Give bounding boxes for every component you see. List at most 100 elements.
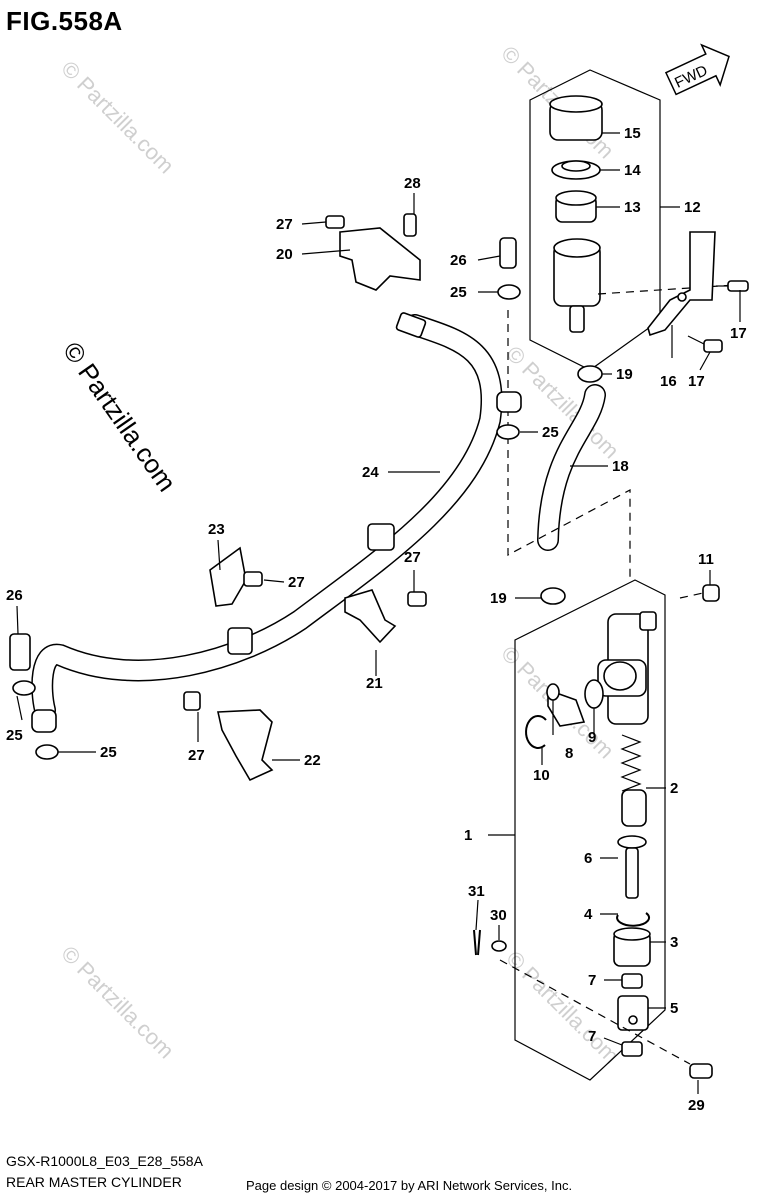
callout-29: 29 [688,1097,705,1114]
watermark-big: © Partzilla.com [57,336,182,497]
callout-19-bottom: 19 [490,590,507,607]
callout-11: 11 [698,551,714,568]
callout-27-b: 27 [288,574,305,591]
washer-25-b [496,424,520,440]
clevis-pin [499,959,713,1079]
guide-line-left [507,310,631,580]
bolt-27-c [407,591,427,607]
callout-labels: 15 14 13 12 19 16 17 17 18 19 11 8 9 10 … [6,125,747,1114]
callout-7-a: 7 [588,972,596,989]
callout-15: 15 [624,125,641,142]
cotter-pin [473,929,481,956]
callout-27-d: 27 [188,747,205,764]
hose-bracket-22 [217,709,274,782]
hose-sleeve-1 [367,523,395,551]
callout-25-d: 25 [100,744,117,761]
bolt-27-top [325,215,345,229]
leader-lines [16,132,741,1094]
hose-clamp-bottom [540,587,566,605]
callout-31: 31 [468,883,485,900]
bolt-17-a [716,280,749,292]
callout-26-left: 26 [6,587,23,604]
callout-25-b: 25 [542,424,559,441]
page-credit: Page design © 2004-2017 by ARI Network S… [246,1178,573,1193]
hose-bracket-23 [209,546,247,607]
callout-16: 16 [660,373,677,390]
callout-30: 30 [490,907,507,924]
callout-17-b: 17 [688,373,705,390]
callout-1: 1 [464,827,472,844]
bolt-27-b [243,571,263,587]
hose-joint [546,683,586,727]
washer-25-d [35,744,59,760]
bolt-17-b [687,335,723,353]
callout-27-c: 27 [404,549,421,566]
banjo-bolt-left [9,633,31,671]
callout-27-top: 27 [276,216,293,233]
callout-18: 18 [612,458,629,475]
callout-17-a: 17 [730,325,747,342]
callout-23: 23 [208,521,225,538]
watermark-5: © Partzilla.com [501,946,624,1069]
reservoir-cap [549,95,603,141]
hose-clamp-top [577,365,603,383]
o-ring [584,679,604,709]
bolt-28 [403,213,417,237]
callout-4: 4 [584,906,593,923]
push-rod [617,835,647,899]
piston [621,789,647,827]
hose-sleeve-2 [227,627,253,655]
watermarks: © Partzilla.com © Partzilla.com © Partzi… [56,41,624,1069]
callout-7-b: 7 [588,1028,596,1045]
callout-25-c: 25 [6,727,23,744]
bolt-27-d [183,691,201,711]
callout-14: 14 [624,162,641,179]
banjo-fitting-top [496,391,522,413]
callout-2: 2 [670,780,678,797]
callout-6: 6 [584,850,592,867]
callout-12: 12 [684,199,701,216]
callout-21: 21 [366,675,383,692]
circlip-10 [525,715,547,749]
banjo-bolt-top [499,237,517,269]
callout-3: 3 [670,934,678,951]
diaphragm [555,190,597,223]
washer-25-c [12,680,36,696]
return-spring [620,734,642,792]
bolt-11 [679,584,720,602]
dust-boot [613,927,651,967]
figure-title: FIG.558A [6,6,123,36]
circlip-4 [616,912,651,927]
callout-22: 22 [304,752,321,769]
callout-13: 13 [624,199,641,216]
figure-code: GSX-R1000L8_E03_E28_558A [6,1153,203,1169]
callout-10: 10 [533,767,550,784]
lock-nut-upper [621,973,643,989]
reservoir-bracket [647,231,716,337]
master-cylinder-body [597,611,657,725]
watermark-4: © Partzilla.com [56,941,179,1064]
master-cylinder-group-box [514,579,666,1081]
hose-bracket-20 [339,227,421,291]
callout-20: 20 [276,246,293,263]
watermark-1: © Partzilla.com [56,56,179,179]
callout-25-a: 25 [450,284,467,301]
figure-name: REAR MASTER CYLINDER [6,1174,182,1190]
callout-19-top: 19 [616,366,633,383]
callout-28: 28 [404,175,421,192]
washer-30 [491,940,507,952]
callout-5: 5 [670,1000,678,1017]
washer-25-a [497,284,521,300]
clevis [617,995,649,1031]
callout-8: 8 [565,745,573,762]
diaphragm-plate [551,160,601,180]
lock-nut-lower [621,1041,643,1057]
hose-bracket-21 [344,589,397,644]
banjo-fitting-left [31,709,57,733]
reservoir-tank [553,238,736,333]
fwd-arrow-icon: FWD [664,43,730,96]
callout-24: 24 [362,464,379,481]
callout-26-top: 26 [450,252,467,269]
hose-fitting-top [395,312,427,338]
